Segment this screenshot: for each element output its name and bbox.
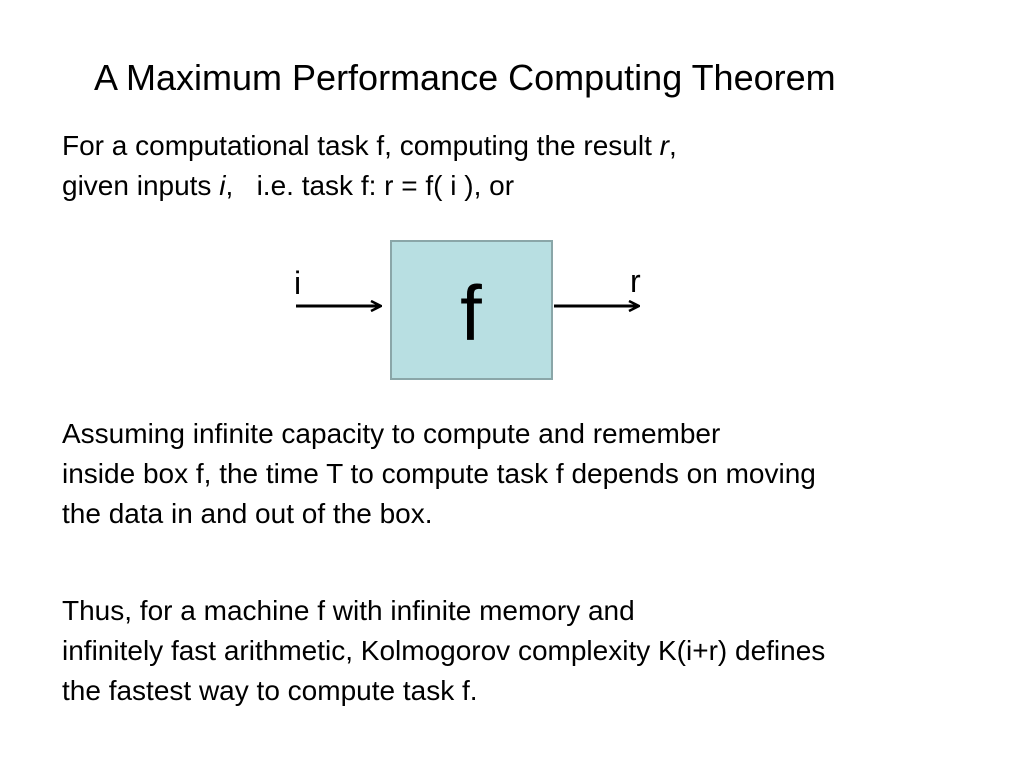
function-box [390, 240, 553, 380]
input-variable: i [219, 170, 226, 201]
intro-line-1: For a computational task f, computing th… [62, 126, 677, 166]
intro-paragraph: For a computational task f, computing th… [62, 126, 677, 206]
output-label: r [630, 263, 641, 299]
capacity-paragraph: Assuming infinite capacity to compute an… [62, 414, 816, 534]
function-box-label: f [460, 269, 482, 357]
conclusion-line-3: the fastest way to compute task f. [62, 675, 478, 706]
intro-line-2-end: , i.e. task f: r = f( i ), or [225, 170, 515, 201]
capacity-line-2: inside box f, the time T to compute task… [62, 458, 816, 489]
capacity-line-1: Assuming infinite capacity to compute an… [62, 418, 721, 449]
conclusion-paragraph: Thus, for a machine f with infinite memo… [62, 591, 825, 711]
function-diagram: i r f [280, 236, 660, 386]
conclusion-line-2: infinitely fast arithmetic, Kolmogorov c… [62, 635, 826, 666]
result-variable: r [659, 130, 669, 161]
intro-line-1-text: For a computational task f, computing th… [62, 130, 660, 161]
slide-title: A Maximum Performance Computing Theorem [94, 57, 836, 98]
conclusion-line-1: Thus, for a machine f with infinite memo… [62, 595, 635, 626]
intro-line-1-end: , [668, 130, 677, 161]
intro-line-2-text: given inputs [62, 170, 220, 201]
capacity-line-3: the data in and out of the box. [62, 498, 433, 529]
input-label: i [294, 265, 301, 301]
intro-line-2: given inputs i, i.e. task f: r = f( i ),… [62, 166, 677, 206]
function-diagram-svg: i r f [294, 240, 641, 380]
